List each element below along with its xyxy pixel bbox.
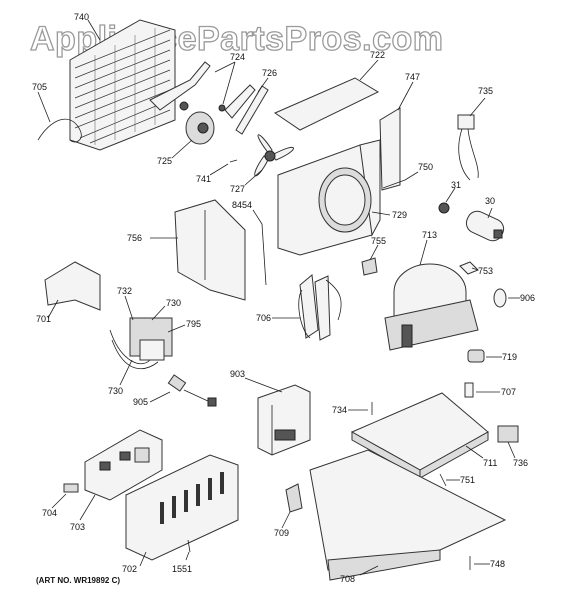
callout-753: 753 [478,266,493,276]
control-module-903 [257,384,311,456]
callout-756: 756 [127,233,142,243]
callout-755: 755 [371,236,386,246]
fan-motor-725 [185,111,215,145]
callout-905: 905 [133,397,148,407]
callout-729: 729 [392,210,407,220]
callout-713: 713 [422,230,437,240]
callout-740: 740 [74,12,89,22]
callout-31: 31 [451,180,461,190]
control-board-703 [84,429,163,501]
callout-748: 748 [490,559,505,569]
fan-shroud-729 [277,139,381,256]
cover-strip-747 [379,107,401,191]
callout-734: 734 [332,405,347,415]
callout-735: 735 [478,86,493,96]
bracket-709 [285,483,303,513]
callout-751: 751 [460,475,475,485]
wire-harness-730 [109,317,173,369]
base-pan-708 [309,449,507,581]
shroud-cover-722 [273,77,380,131]
callout-732: 732 [117,286,132,296]
callout-707: 707 [501,387,516,397]
callout-724: 724 [230,52,245,62]
callout-708: 708 [340,574,355,584]
callout-727: 727 [230,184,245,194]
grommet-753 [459,261,479,275]
callout-706: 706 [256,313,271,323]
callout-726: 726 [262,68,277,78]
panel-756 [174,199,246,301]
callout-719: 719 [502,352,517,362]
tubing-706 [298,274,342,341]
callout-709: 709 [274,528,289,538]
drier-906 [493,288,507,308]
fan-bracket-724 [149,61,256,119]
callout-747: 747 [405,72,420,82]
switch-736 [497,425,519,443]
compressor-713 [384,263,479,351]
callout-795: 795 [186,319,201,329]
spacer-707 [464,382,474,398]
overload-719 [467,349,485,363]
relay-735 [457,114,479,181]
callout-722: 722 [370,50,385,60]
nut-31 [438,202,450,214]
callout-703: 703 [70,522,85,532]
condenser-coil-740 [69,19,176,151]
callout-903: 903 [230,369,245,379]
callout-730b: 730 [108,386,123,396]
callout-705: 705 [32,82,47,92]
callout-701: 701 [36,314,51,324]
callout-8454: 8454 [232,200,252,210]
callout-906: 906 [520,293,535,303]
capacitor-30 [465,210,505,242]
callout-741: 741 [196,174,211,184]
screw-1551 [187,539,191,553]
callout-1551: 1551 [172,564,192,574]
callout-30: 30 [485,196,495,206]
callout-750: 750 [418,162,433,172]
clip-755 [361,257,378,276]
callout-704: 704 [42,508,57,518]
callout-702: 702 [122,564,137,574]
wire-8454 [261,223,267,286]
drain-pan-711 [350,392,489,479]
connector-704 [63,483,79,493]
cord-905 [167,374,217,407]
callout-725: 725 [157,156,172,166]
callout-730a: 730 [166,298,181,308]
art-number: (ART NO. WR19892 C) [36,576,120,585]
cover-701 [44,261,101,311]
callout-711: 711 [483,458,497,468]
screw-751 [439,473,447,487]
callout-736: 736 [513,458,528,468]
fan-blade-727 [254,134,294,177]
motor-bracket-726 [235,85,269,135]
board-cover-702 [125,454,239,561]
